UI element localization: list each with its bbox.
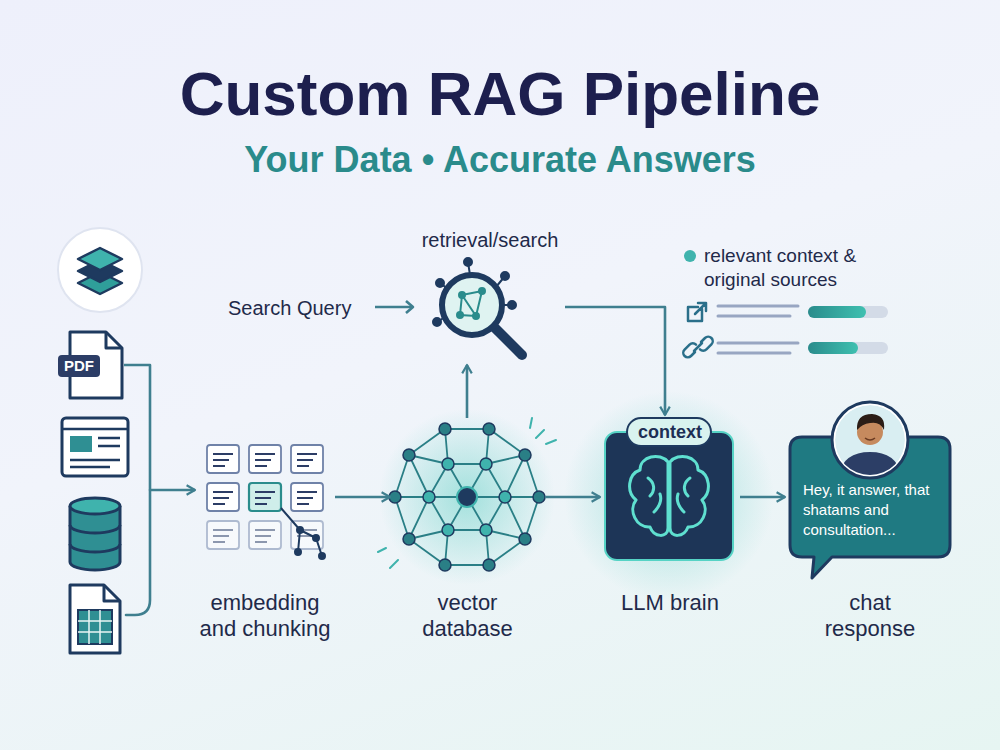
diagram-title: Custom RAG Pipeline xyxy=(0,58,1000,130)
chunk-card xyxy=(207,521,239,549)
avatar-shoulders xyxy=(838,452,902,478)
icon-circle xyxy=(58,228,142,312)
spreadsheet-icon xyxy=(70,585,120,653)
text-lines xyxy=(70,438,120,467)
chunk-card xyxy=(207,483,239,511)
chunk-card xyxy=(249,521,281,549)
step-label: chat response xyxy=(815,590,925,642)
lens-nodes xyxy=(456,287,486,320)
page-fold xyxy=(106,332,122,348)
faded-chunks xyxy=(207,521,323,549)
step-label: LLM brain xyxy=(600,590,740,616)
query-label: Search Query xyxy=(228,296,351,320)
cylinder-bands xyxy=(70,525,120,552)
bubble-shape xyxy=(790,437,950,578)
cylinder-body xyxy=(70,506,120,570)
arrow-head xyxy=(406,301,413,313)
sources-note: relevant context & original sources xyxy=(704,244,904,292)
llm-box xyxy=(564,391,774,601)
vector-store: vector database xyxy=(390,418,545,640)
web-page-icon xyxy=(62,418,128,476)
document-outline xyxy=(70,585,120,653)
database-icon xyxy=(70,498,120,570)
avatar-smile xyxy=(865,438,875,440)
sources-list xyxy=(683,250,888,357)
chat-bubble xyxy=(790,402,950,578)
score-track xyxy=(808,306,888,318)
mini-graph-nodes xyxy=(294,526,326,560)
sparkle xyxy=(378,418,556,568)
page-fold xyxy=(104,585,120,601)
network-links xyxy=(395,429,539,565)
score-bar xyxy=(808,342,858,354)
link-icon xyxy=(683,337,712,358)
brain-icon xyxy=(630,456,709,535)
flow-arrow xyxy=(335,496,390,499)
network-glow xyxy=(379,409,555,585)
inner-nodes xyxy=(423,458,511,536)
avatar-frame xyxy=(832,402,908,478)
outer-nodes xyxy=(389,423,545,571)
stack-icon xyxy=(58,228,142,312)
query-arrow xyxy=(375,301,413,313)
avatar-hair xyxy=(857,414,884,430)
step-label: embedding and chunking xyxy=(195,590,335,642)
merge-bracket xyxy=(126,490,150,615)
flow-arrow xyxy=(466,365,469,418)
flow-arrow xyxy=(124,365,195,490)
score-track xyxy=(808,342,888,354)
chunk-grid xyxy=(207,445,326,560)
external-link-icon xyxy=(688,303,706,321)
source-lines xyxy=(718,306,798,353)
chunk-card xyxy=(291,445,323,473)
arrow-line xyxy=(375,306,413,309)
retrieval-step: retrieval/search xyxy=(415,228,565,365)
llm-node: contextLLM brain xyxy=(600,415,740,640)
file-type-tag: PDF xyxy=(58,355,100,377)
subtitle: Your Data • Accurate Answers xyxy=(0,140,1000,180)
avatar xyxy=(835,405,905,478)
chunk-card xyxy=(207,445,239,473)
bullet-dot xyxy=(684,250,696,262)
browser-bar xyxy=(62,428,128,431)
llm-glow xyxy=(564,391,774,601)
score-bar xyxy=(808,306,866,318)
magnifier-lens xyxy=(442,275,502,335)
chunk-card xyxy=(249,445,281,473)
browser-window xyxy=(62,418,128,476)
step-label: retrieval/search xyxy=(415,228,565,252)
llm-frame xyxy=(605,432,733,560)
center-node xyxy=(457,487,477,507)
chunk-lines xyxy=(213,454,317,504)
source-document: PDF xyxy=(58,330,124,400)
flow-arrow xyxy=(740,496,785,499)
chunk-card xyxy=(291,483,323,511)
vector-network xyxy=(378,409,556,585)
sheet-grid xyxy=(78,610,112,644)
flow-arrow xyxy=(545,496,600,499)
chunking-step: embedding and chunking xyxy=(195,435,335,640)
context-tag: context xyxy=(600,421,740,443)
chat-message: Hey, it answer, that shatams and consult… xyxy=(803,480,943,540)
chunk-card-highlight xyxy=(249,483,281,511)
step-label: vector database xyxy=(400,590,535,642)
grid-lines xyxy=(78,610,112,644)
chat-node: Hey, it answer, that shatams and consult… xyxy=(785,400,955,640)
stack-layer xyxy=(78,248,122,270)
magnifier-icon xyxy=(432,257,522,355)
flow-arrow xyxy=(565,307,665,415)
magnifier-handle xyxy=(494,327,522,355)
cylinder-top xyxy=(70,498,120,514)
image-block xyxy=(70,436,92,452)
